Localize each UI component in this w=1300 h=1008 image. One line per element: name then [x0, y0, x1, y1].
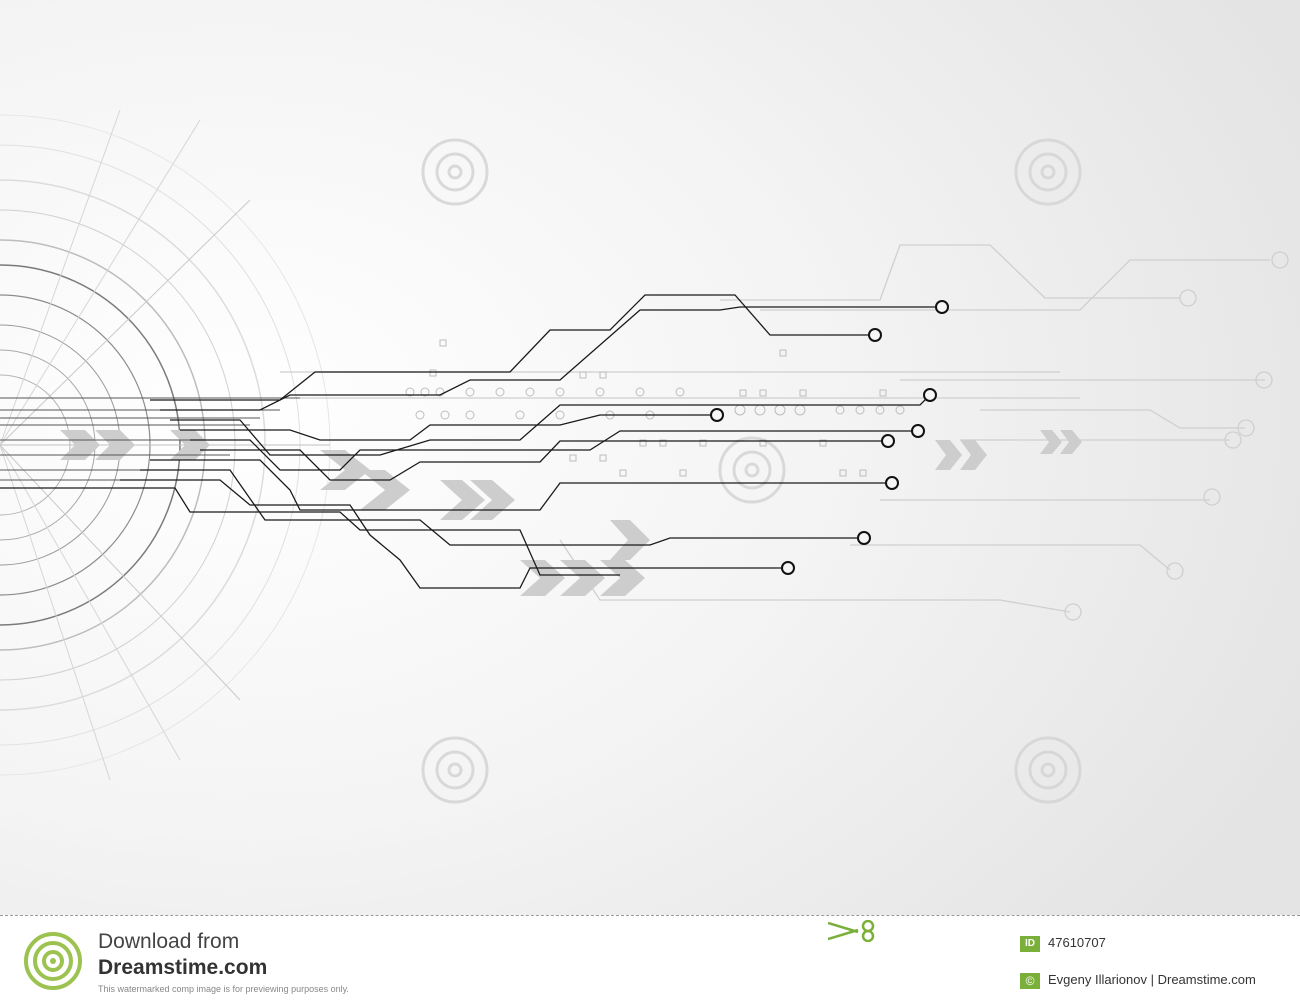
circuit-terminal-nodes: [710, 300, 949, 575]
light-circuit-traces: [280, 244, 1289, 621]
id-badge: ID: [1020, 936, 1040, 952]
circuit-artwork: [0, 0, 1300, 915]
watermark-spirals: [421, 138, 1082, 804]
author-credit: Evgeny Illarionov | Dreamstime.com: [1048, 972, 1256, 987]
download-from-text: Download from: [98, 930, 240, 953]
copyright-badge: ©: [1020, 973, 1040, 989]
watermark-footer: Download from Dreamstime.com This waterm…: [0, 915, 1300, 1008]
dreamstime-spiral-logo-icon: [22, 930, 84, 992]
dreamstime-brand-text: Dreamstime.com: [98, 956, 268, 979]
image-id: 47610707: [1048, 935, 1106, 950]
dark-circuit-traces: [0, 294, 942, 589]
scissors-icon: [828, 920, 875, 942]
preview-note: This watermarked comp image is for previ…: [98, 984, 349, 994]
